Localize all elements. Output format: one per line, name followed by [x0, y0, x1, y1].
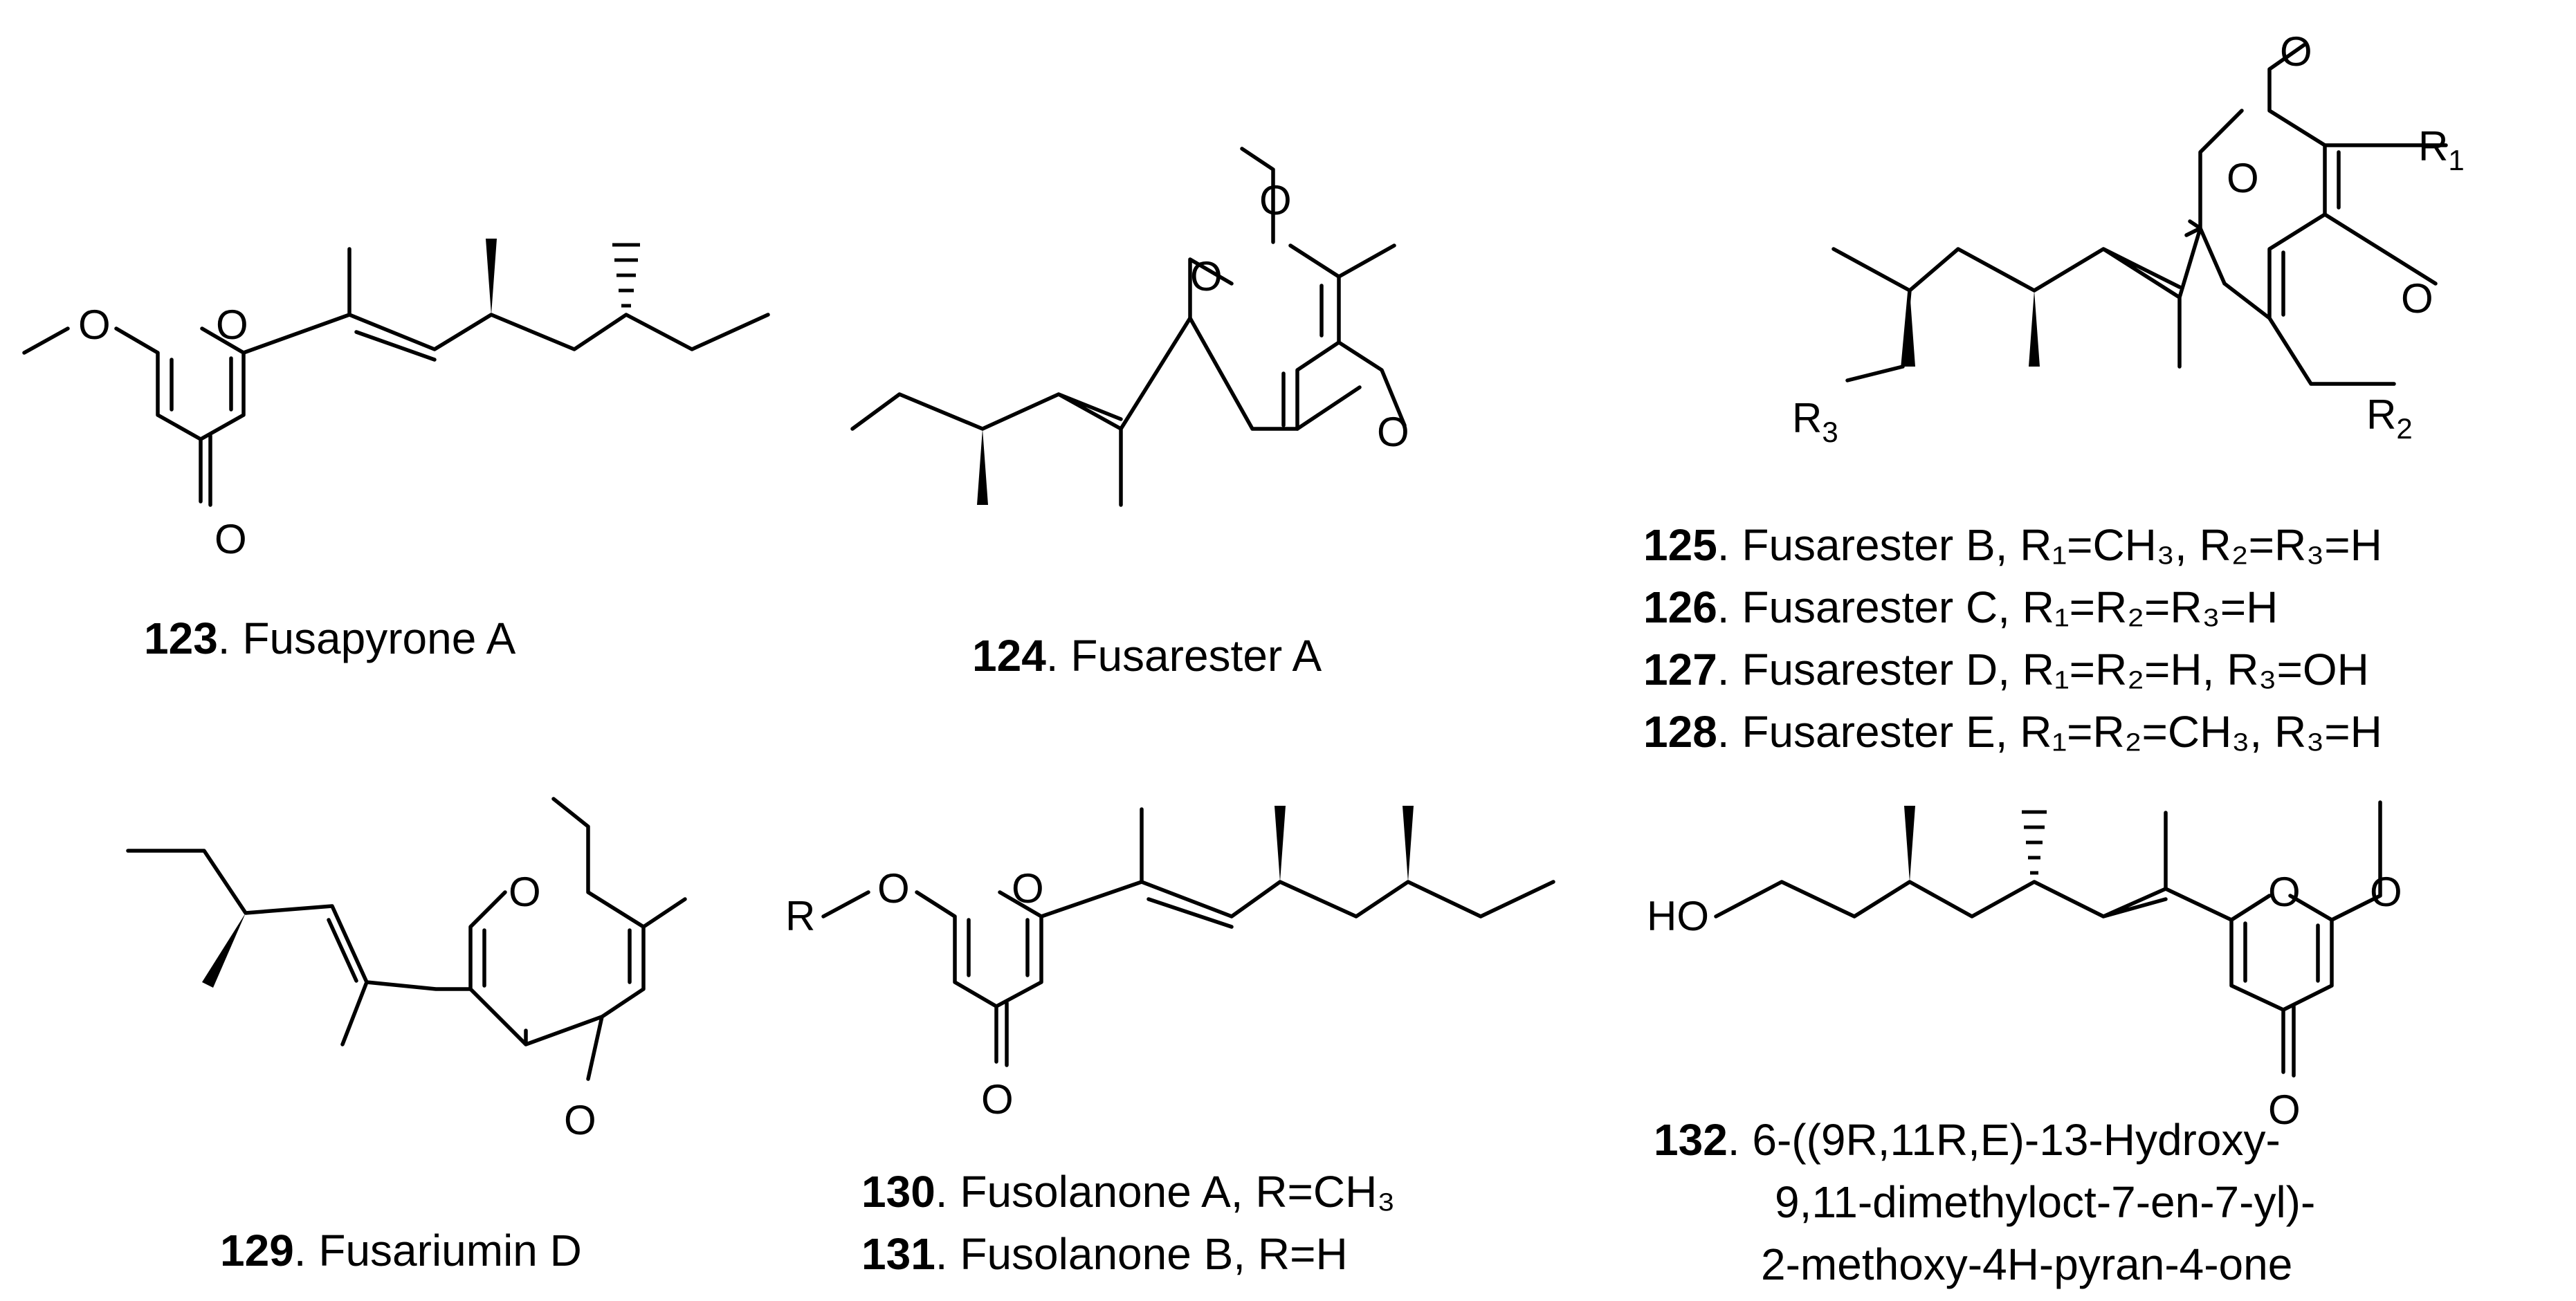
compound-name: . Fusarester A — [1046, 631, 1322, 681]
compound-name: . Fusariumin D — [294, 1226, 582, 1275]
compound-number: 124 — [972, 631, 1046, 681]
svg-text:124. Fusarester A: 124. Fusarester A — [972, 631, 1322, 681]
atom-o: O — [2268, 1087, 2301, 1133]
atom-o: O — [78, 302, 111, 348]
atom-o: O — [2401, 275, 2433, 322]
compound-name: . Fusarester E, R₁=R₂=CH₃, R₃=H — [1717, 707, 2382, 757]
atom-o: O — [1012, 865, 1044, 912]
compound-name: . Fusapyrone A — [218, 613, 516, 663]
svg-text:127. Fusarester D, R₁=R₂=H, R₃: 127. Fusarester D, R₁=R₂=H, R₃=OH — [1643, 645, 2369, 694]
compound-name: . Fusarester C, R₁=R₂=R₃=H — [1717, 582, 2278, 632]
compound-name: . Fusarester D, R₁=R₂=H, R₃=OH — [1717, 645, 2369, 694]
structure-124: O O O 124. Fusarester A — [850, 147, 1409, 681]
compound-number: 128 — [1643, 707, 1717, 757]
svg-text:129. Fusariumin D: 129. Fusariumin D — [220, 1226, 582, 1275]
compound-name-line2: 9,11-dimethyloct-7-en-7-yl)- — [1775, 1177, 2315, 1227]
svg-text:131. Fusolanone B, R=H: 131. Fusolanone B, R=H — [861, 1229, 1348, 1279]
atom-ho: HO — [1647, 893, 1709, 939]
svg-text:123. Fusapyrone A: 123. Fusapyrone A — [144, 613, 516, 663]
compound-number: 126 — [1643, 582, 1717, 632]
atom-o: O — [2370, 869, 2402, 915]
atom-r2: R2 — [2366, 391, 2413, 445]
structure-132: HO O O O 132. 6-((9R,11R,E)-13-Hydroxy- … — [1647, 800, 2402, 1289]
svg-text:125. Fusarester B, R₁=CH₃, R₂=: 125. Fusarester B, R₁=CH₃, R₂=R₃=H — [1643, 520, 2382, 570]
compound-name: . Fusolanone B, R=H — [935, 1229, 1348, 1279]
atom-o: O — [981, 1076, 1014, 1123]
atom-o: O — [2227, 155, 2259, 201]
structure-125-128: O O O R1 R2 R3 125. Fusarester B, R₁=CH₃… — [1643, 28, 2465, 757]
atom-r1: R1 — [2418, 123, 2465, 176]
atom-o: O — [214, 516, 247, 562]
compound-number: 123 — [144, 613, 218, 663]
compound-number: 129 — [220, 1226, 294, 1275]
svg-text:128. Fusarester E, R₁=R₂=CH₃,: 128. Fusarester E, R₁=R₂=CH₃, R₃=H — [1643, 707, 2382, 757]
structure-123: O O O 123. Fusapyrone A — [22, 239, 770, 663]
compound-name: . Fusolanone A, R=CH₃ — [935, 1167, 1396, 1217]
atom-r3: R3 — [1792, 395, 1838, 448]
compound-number: 132 — [1654, 1115, 1728, 1165]
compound-number: 125 — [1643, 520, 1717, 570]
compound-name: . Fusarester B, R₁=CH₃, R₂=R₃=H — [1717, 520, 2382, 570]
svg-text:132. 6-((9R,11R,E)-13-Hydroxy-: 132. 6-((9R,11R,E)-13-Hydroxy- — [1654, 1115, 2281, 1165]
structure-129: O O 129. Fusariumin D — [126, 797, 687, 1275]
atom-o: O — [1259, 177, 1292, 223]
svg-text:130. Fusolanone A, R=CH₃: 130. Fusolanone A, R=CH₃ — [861, 1167, 1395, 1217]
compound-number: 130 — [861, 1167, 935, 1217]
svg-text:126. Fusarester C, R₁=R₂=R₃=H: 126. Fusarester C, R₁=R₂=R₃=H — [1643, 582, 2278, 632]
atom-r: R — [785, 893, 815, 939]
compound-name-line3: 2-methoxy-4H-pyran-4-one — [1761, 1239, 2292, 1289]
atom-o: O — [1377, 409, 1409, 455]
compound-name: . 6-((9R,11R,E)-13-Hydroxy- — [1728, 1115, 2281, 1165]
compound-number: 131 — [861, 1229, 935, 1279]
atom-o: O — [509, 869, 541, 915]
hashed-bond — [2022, 810, 2047, 875]
hashed-bond — [612, 243, 640, 308]
atom-o: O — [216, 302, 248, 348]
atom-o: O — [877, 865, 910, 912]
atom-o: O — [2280, 28, 2312, 75]
compound-number: 127 — [1643, 645, 1717, 694]
atom-o: O — [1190, 253, 1223, 299]
structure-130-131: R O O O 130. Fusolanone A, R=CH₃ 131. Fu… — [785, 806, 1555, 1279]
atom-o: O — [564, 1097, 596, 1143]
atom-o: O — [2268, 869, 2301, 915]
